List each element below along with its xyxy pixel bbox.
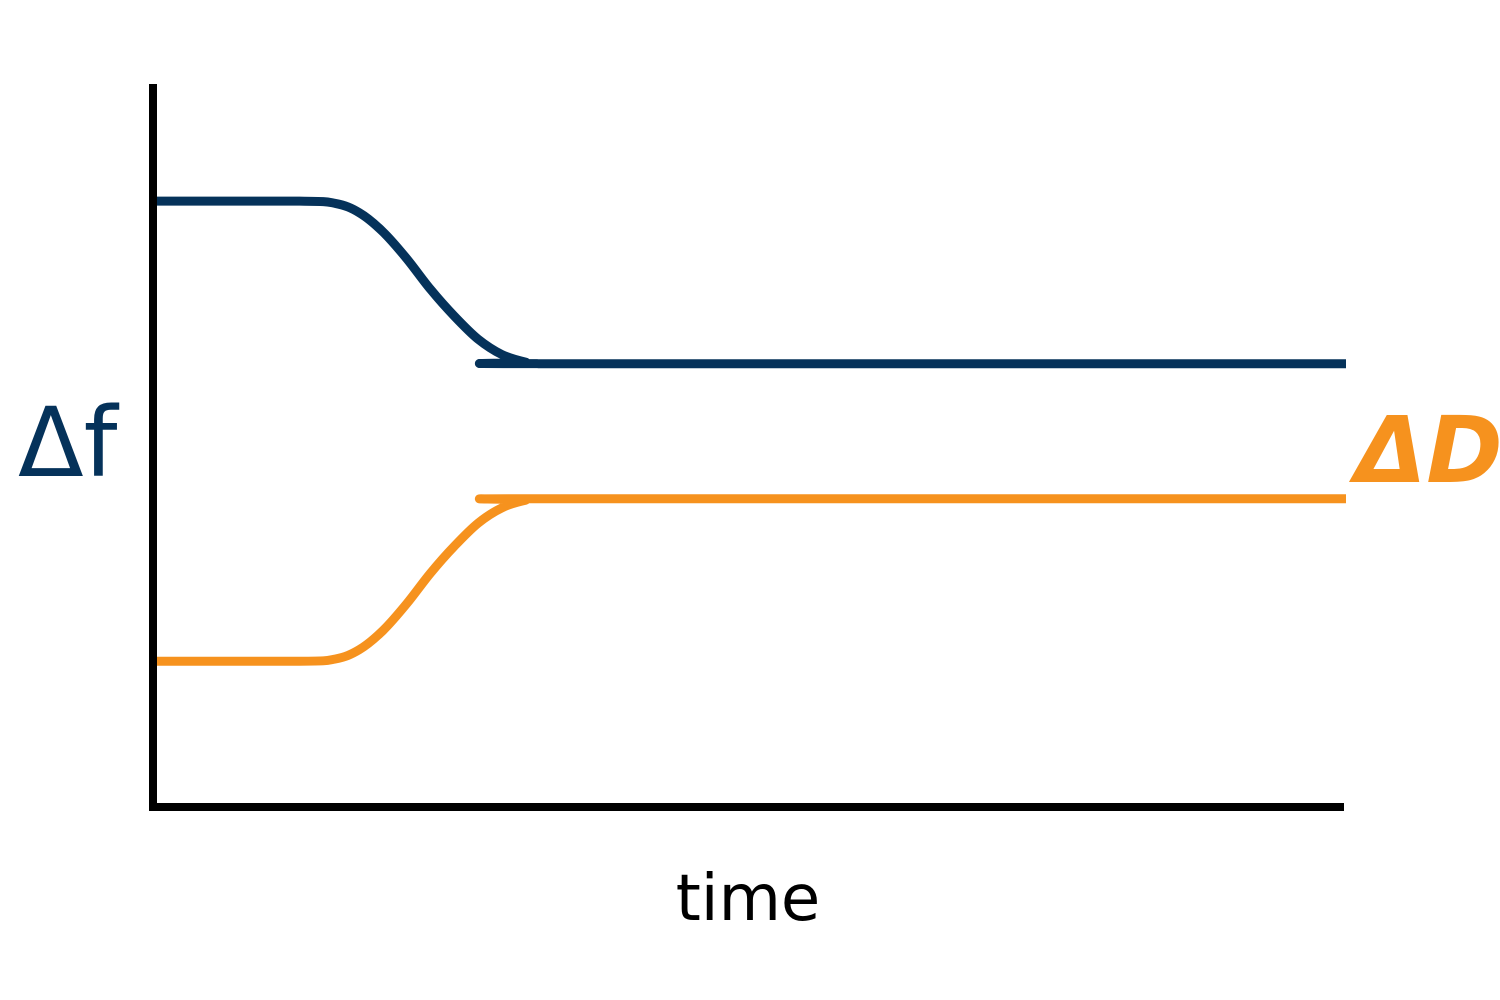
y-axis-label-left: Δf (18, 387, 120, 499)
y-axis-label-right: ΔD (1348, 397, 1500, 504)
plot-area (156, 196, 1346, 666)
series-line-delta-f (156, 196, 1346, 369)
series-line-delta-d (157, 494, 1346, 666)
x-axis-label: time (676, 862, 821, 936)
